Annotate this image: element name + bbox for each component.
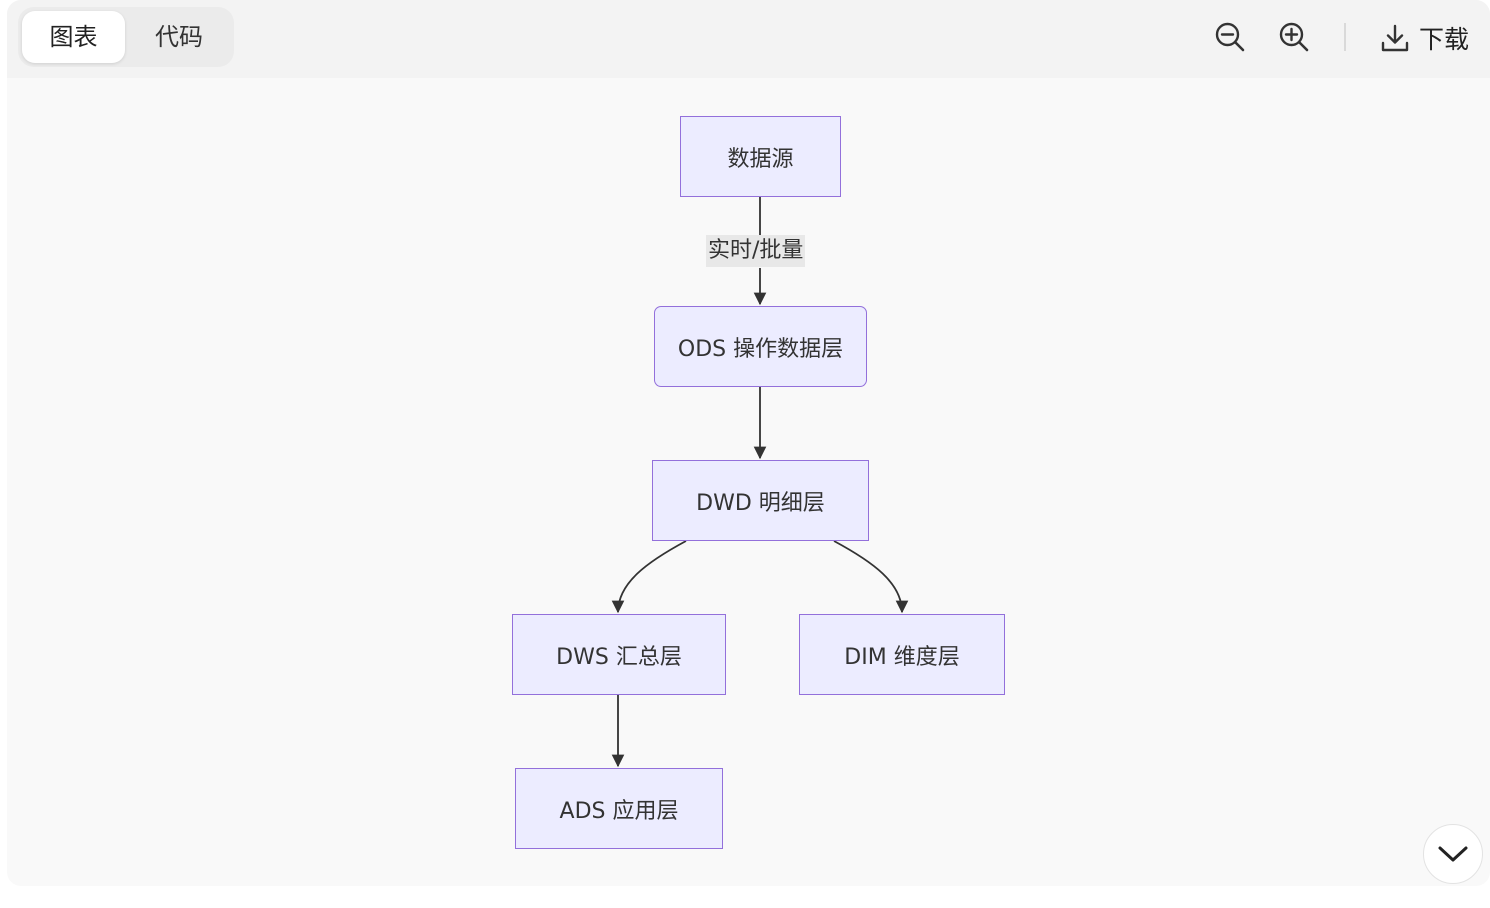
node-dim[interactable]: DIM 维度层: [799, 614, 1005, 695]
node-source[interactable]: 数据源: [680, 116, 841, 197]
node-dws[interactable]: DWS 汇总层: [512, 614, 726, 695]
download-button[interactable]: 下载: [1379, 18, 1469, 58]
download-label: 下载: [1419, 25, 1470, 54]
toolbar-divider: [1344, 23, 1346, 51]
download-icon: [1381, 24, 1409, 52]
chevron-down-icon: [1438, 846, 1468, 862]
node-ods[interactable]: ODS 操作数据层: [654, 306, 867, 387]
edge-dwd-dim: [833, 540, 909, 614]
node-dwd[interactable]: DWD 明细层: [652, 460, 869, 541]
diagram-edges: [611, 197, 909, 768]
zoom-out-icon[interactable]: [1213, 20, 1247, 54]
toolbar: 图表 代码 下载: [7, 0, 1490, 78]
zoom-in-icon[interactable]: [1277, 20, 1311, 54]
diagram-canvas: 实时/批量 数据源 ODS 操作数据层 DWD 明细层 DWS 汇总层 DIM …: [7, 78, 1490, 886]
tab-chart[interactable]: 图表: [22, 11, 125, 63]
tab-code[interactable]: 代码: [155, 23, 203, 51]
edge-label-realtime-batch: 实时/批量: [706, 235, 806, 267]
collapse-button[interactable]: [1423, 824, 1483, 884]
node-ads[interactable]: ADS 应用层: [515, 768, 723, 849]
view-switcher: 图表 代码: [18, 7, 234, 67]
edge-dwd-dws: [611, 540, 687, 614]
diagram-panel: 图表 代码 下载: [7, 0, 1490, 886]
